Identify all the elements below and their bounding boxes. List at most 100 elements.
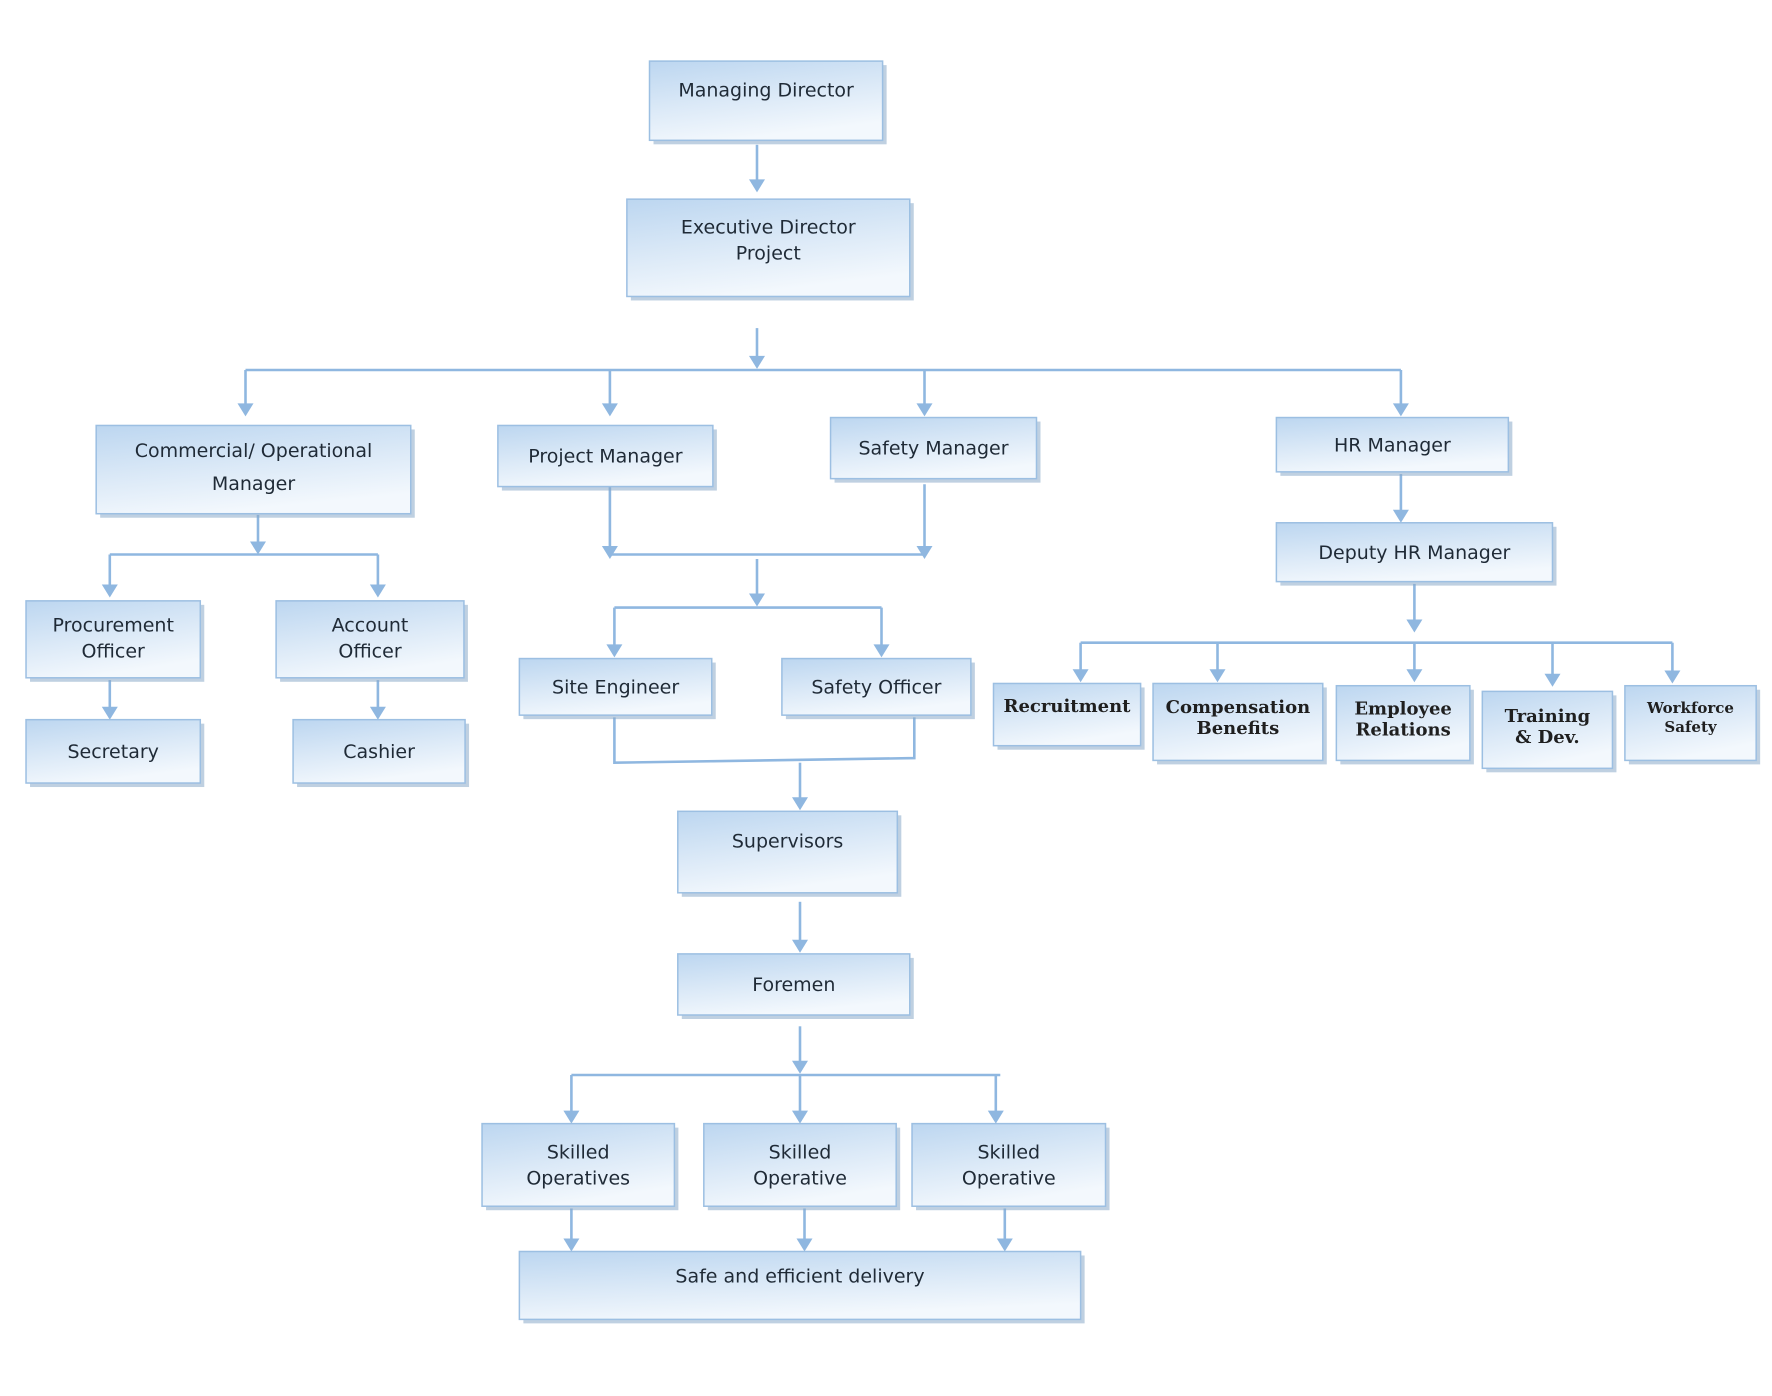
node-label: Workforce [1646, 699, 1734, 717]
connectors [101, 144, 1681, 1252]
node-label: Skilled [547, 1142, 610, 1164]
node-label: Safety Officer [811, 677, 941, 699]
node-hr-manager: HR Manager [1275, 416, 1513, 476]
node-secretary: Secretary [25, 718, 205, 788]
box-rect [648, 60, 884, 142]
node-label: Cashier [343, 741, 415, 763]
arrow-head [916, 403, 933, 417]
arrow-head [601, 403, 618, 417]
arrow-head [749, 355, 765, 369]
box-rect [292, 718, 466, 784]
node-label: Compensation [1166, 697, 1311, 718]
box-rect [1275, 522, 1554, 583]
arrow-head [369, 706, 386, 720]
node-deputy-hr-manager: Deputy HR Manager [1275, 522, 1557, 586]
node-label: & Dev. [1515, 727, 1580, 748]
node-label: Project Manager [528, 446, 683, 468]
arrow-head [250, 541, 266, 555]
box-rect [95, 424, 412, 515]
box-rect [1275, 416, 1510, 473]
arrow-head [1072, 669, 1089, 683]
box-rect [25, 600, 202, 679]
node-label: Deputy HR Manager [1318, 542, 1510, 564]
box-rect [703, 1122, 897, 1207]
arrow-head [563, 1238, 580, 1252]
box-rect [25, 718, 202, 784]
arrow-head [792, 1060, 808, 1074]
box-rect [497, 424, 714, 488]
arrow-head [1406, 669, 1423, 683]
box-rect [518, 1250, 1082, 1321]
box-rect [1335, 684, 1471, 762]
box-rect [911, 1122, 1107, 1207]
node-label: Safety [1664, 718, 1717, 736]
node-label: Account [332, 614, 409, 636]
node-managing-director: Managing Director [648, 60, 887, 145]
node-label: Project [736, 243, 801, 265]
arrow-head [601, 546, 618, 559]
node-label: Recruitment [1004, 696, 1132, 717]
connector-line [613, 717, 916, 765]
node-label: Benefits [1197, 718, 1280, 739]
arrow-head [1392, 509, 1409, 523]
box-rect [481, 1122, 676, 1207]
arrow-head [237, 403, 254, 417]
node-label: Training [1505, 706, 1591, 727]
box-rect [677, 810, 899, 894]
arrow-head [101, 584, 118, 598]
node-site-engineer: Site Engineer [518, 657, 716, 720]
node-label: Secretary [67, 741, 158, 763]
arrow-head [749, 179, 765, 193]
arrow-head [606, 644, 623, 658]
arrow-head [369, 584, 386, 598]
box-rect [518, 657, 713, 716]
node-label: Skilled [769, 1142, 832, 1164]
node-supervisors: Supervisors [677, 810, 902, 897]
arrow-head [796, 1238, 813, 1252]
node-label: Officer [338, 640, 401, 662]
node-recruitment: Recruitment [992, 682, 1145, 750]
node-label: Safety Manager [858, 438, 1008, 460]
node-label: Managing Director [678, 79, 854, 101]
node-label: Relations [1355, 719, 1450, 740]
arrow-head [1209, 669, 1226, 683]
arrow-head [792, 939, 808, 953]
box-rect [677, 953, 911, 1016]
box-rect [781, 657, 972, 716]
node-label: Officer [82, 640, 145, 662]
node-label: Operative [753, 1168, 847, 1190]
node-safety-officer: Safety Officer [781, 657, 975, 720]
arrow-head [987, 1110, 1004, 1124]
node-safety-manager: Safety Manager [829, 416, 1041, 483]
box-rect [1624, 684, 1757, 762]
arrow-head [792, 797, 808, 811]
arrow-head [792, 1110, 808, 1124]
node-training-dev: Training& Dev. [1481, 690, 1617, 773]
box-rect [829, 416, 1038, 480]
box-rect [1481, 690, 1614, 770]
node-label: Employee [1354, 698, 1452, 719]
node-label: Operative [962, 1168, 1056, 1190]
arrow-head [563, 1110, 580, 1124]
node-label: Foremen [752, 974, 835, 996]
box-rect [1152, 682, 1324, 762]
box-rect [275, 600, 465, 679]
arrow-head [101, 706, 118, 720]
arrow-head [749, 593, 765, 607]
node-label: Skilled [977, 1142, 1040, 1164]
node-label: Supervisors [732, 830, 843, 852]
node-safe-delivery: Safe and efficient delivery [518, 1250, 1085, 1324]
node-label: Commercial/ Operational [135, 440, 373, 462]
node-label: Site Engineer [552, 677, 679, 699]
